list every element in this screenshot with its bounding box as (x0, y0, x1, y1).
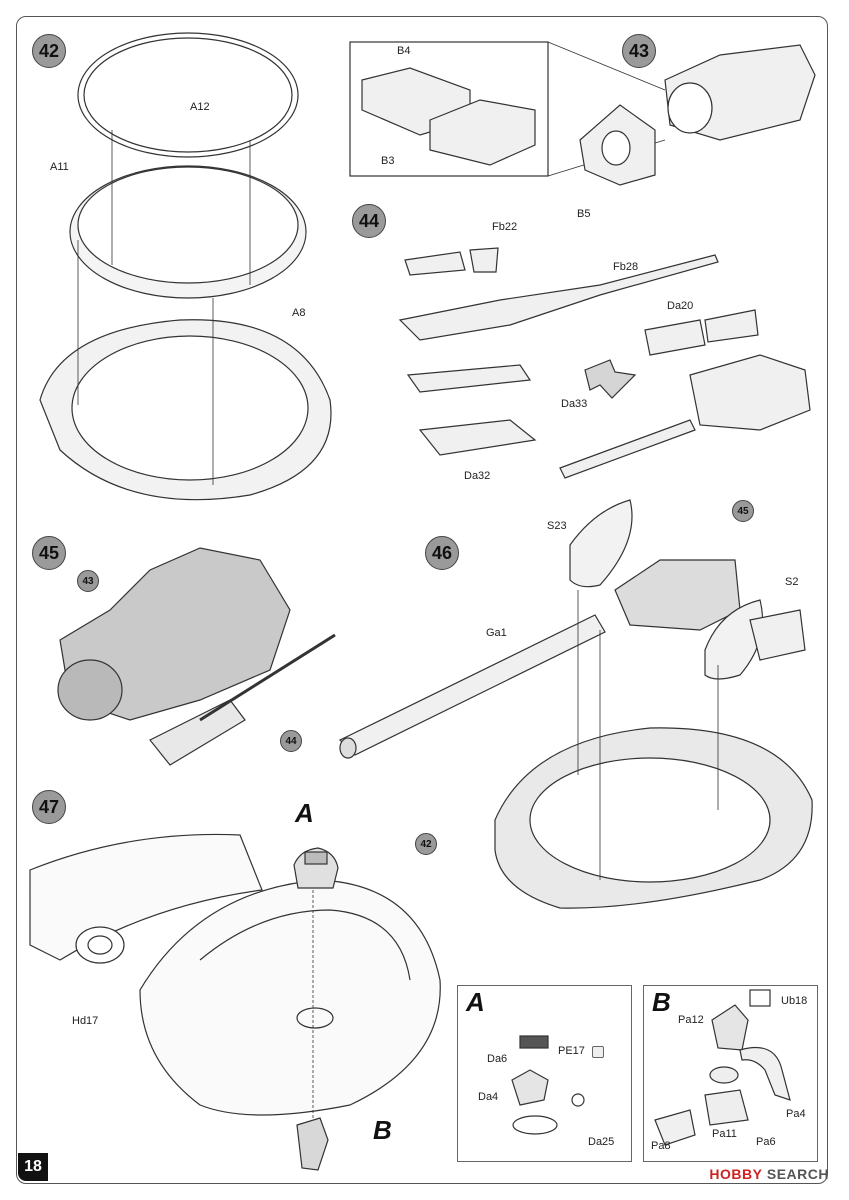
watermark: HOBBY SEARCH (709, 1166, 829, 1182)
photo-etch-icon (592, 1046, 604, 1058)
page-number: 18 (18, 1153, 48, 1181)
watermark-brand: HOBBY (709, 1166, 763, 1182)
detail-box-a-title: A (466, 987, 485, 1017)
label-fb22: Fb22 (492, 221, 518, 233)
label-da25: Da25 (588, 1136, 615, 1148)
label-s23: S23 (547, 520, 567, 532)
callout-b: B (373, 1115, 392, 1145)
label-s2: S2 (785, 576, 799, 588)
label-fb28: Fb28 (613, 261, 639, 273)
label-pa12: Pa12 (678, 1014, 704, 1026)
ref-step-44: 44 (280, 730, 302, 752)
label-da4: Da4 (478, 1091, 499, 1103)
watermark-suffix: SEARCH (766, 1166, 829, 1182)
label-da33: Da33 (561, 398, 588, 410)
ring-a12 (77, 32, 299, 158)
label-ub18: Ub18 (781, 995, 808, 1007)
label-ga1: Ga1 (486, 627, 507, 639)
step-number-42: 42 (32, 34, 66, 68)
periscope-b (296, 1117, 329, 1171)
detail-box-b (643, 985, 818, 1162)
label-a12: A12 (190, 101, 210, 113)
label-b3: B3 (381, 155, 395, 167)
shield-s23 (569, 499, 633, 588)
label-da32: Da32 (464, 470, 491, 482)
ref-step-43: 43 (77, 570, 99, 592)
step-number-47: 47 (32, 790, 66, 824)
label-a11: A11 (50, 161, 69, 173)
label-pa8: Pa8 (651, 1140, 671, 1152)
step-number-46: 46 (425, 536, 459, 570)
label-hd17: Hd17 (72, 1015, 99, 1027)
label-a8: A8 (292, 307, 306, 319)
page-frame (16, 16, 828, 1184)
label-pa6: Pa6 (756, 1136, 776, 1148)
label-pa4: Pa4 (786, 1108, 806, 1120)
step-number-44: 44 (352, 204, 386, 238)
turret-shell (139, 879, 441, 1116)
ref-step-42: 42 (415, 833, 437, 855)
arrow-shape (584, 359, 637, 399)
detail-box-a (457, 985, 632, 1162)
ref-step-45: 45 (732, 500, 754, 522)
barrel-ga1 (338, 614, 606, 756)
step-number-45: 45 (32, 536, 66, 570)
mg-fb28 (398, 254, 719, 341)
label-b5: B5 (577, 208, 591, 220)
label-da6: Da6 (487, 1053, 508, 1065)
label-b4: B4 (397, 45, 411, 57)
step-number-43: 43 (622, 34, 656, 68)
callout-a: A (295, 798, 314, 828)
label-pe17: PE17 (558, 1045, 585, 1057)
detail-box-b-title: B (652, 987, 671, 1017)
label-da20: Da20 (667, 300, 694, 312)
label-pa11: Pa11 (712, 1128, 737, 1140)
